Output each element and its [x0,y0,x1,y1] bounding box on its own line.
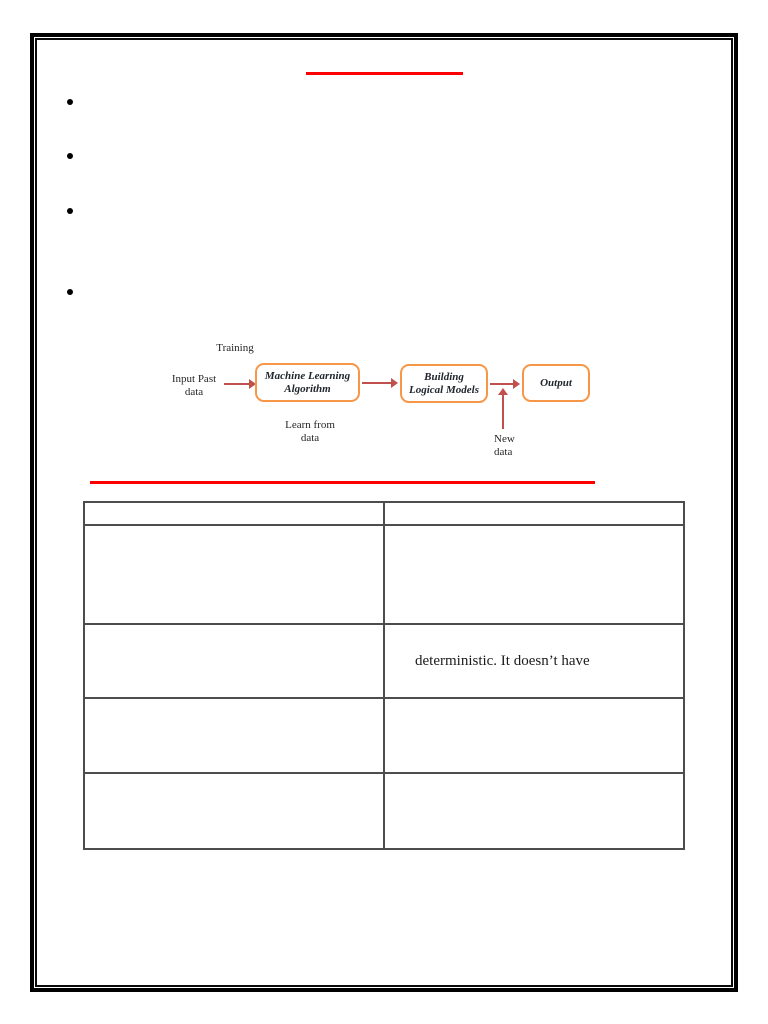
table-cell-right: deterministic. It doesn’t have [383,623,685,699]
arrow-new-data-up [498,388,508,429]
table-cell-right [383,772,685,850]
table-cell-left [83,623,385,699]
training-label: Training [216,342,254,354]
page-border [30,33,738,992]
new-data-label: New data [494,433,515,458]
building-logical-models-box: Building Logical Models [400,364,488,403]
arrow-models-to-output [490,379,520,389]
table-cell-left [83,501,385,526]
title-underline [306,72,463,75]
arrow-input-to-algorithm [224,379,256,389]
arrowhead-right-icon [513,379,520,389]
table-row: deterministic. It doesn’t have [83,623,685,699]
bullet-item [67,208,83,214]
bullet-item [67,153,83,159]
table-row [83,697,685,774]
arrowhead-right-icon [249,379,256,389]
table-cell-right [383,524,685,625]
section-divider-line [90,481,595,484]
table-cell-left [83,524,385,625]
table-cell-left [83,697,385,774]
arrowhead-right-icon [391,378,398,388]
bullet-dot-icon [67,208,73,214]
bullet-item [67,289,83,295]
output-box: Output [522,364,590,402]
bullet-dot-icon [67,99,73,105]
machine-learning-algorithm-box: Machine Learning Algorithm [255,363,360,402]
comparison-table: deterministic. It doesn’t have [83,501,685,850]
table-cell-right [383,501,685,526]
learn-from-data-label: Learn from data [285,419,335,444]
table-cell-left [83,772,385,850]
table-row [83,524,685,625]
bullet-dot-icon [67,289,73,295]
ml-flow-diagram: Training Input Past data Machine Learnin… [160,335,610,465]
arrowhead-up-icon [498,388,508,395]
table-row [83,501,685,526]
bullet-item [67,99,83,105]
input-past-data-label: Input Past data [171,373,217,398]
table-row [83,772,685,850]
arrow-algorithm-to-models [362,378,398,388]
bullet-dot-icon [67,153,73,159]
page-border-inner [35,38,733,987]
table-cell-right [383,697,685,774]
